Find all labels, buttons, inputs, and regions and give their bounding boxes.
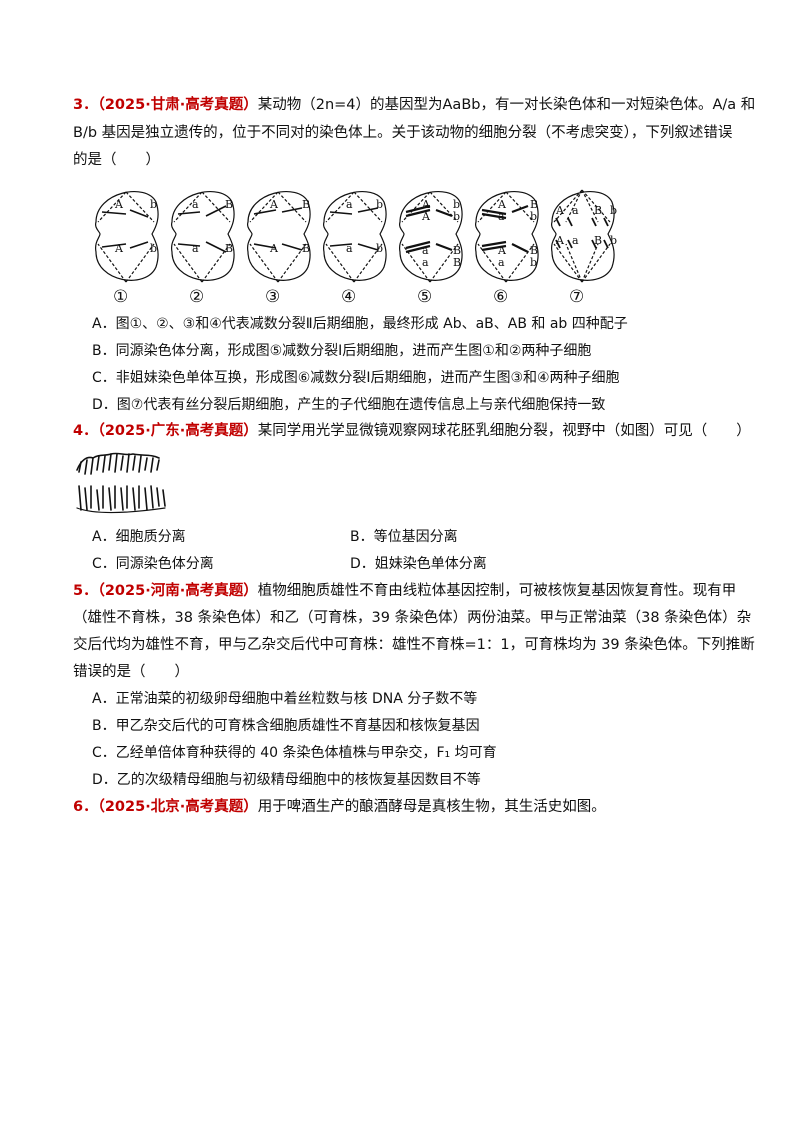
svg-text:a: a: [572, 234, 579, 247]
q5-stem-text-1: 植物细胞质雄性不育由线粒体基因控制，可被核恢复基因恢复育性。现有甲: [257, 583, 737, 599]
q3-option-d: D．图⑦代表有丝分裂后期细胞，产生的子代细胞在遗传信息上与亲代细胞保持一致: [92, 397, 606, 413]
q4-option-a: A．细胞质分离: [92, 529, 186, 545]
q5-source: （2025·河南·高考真题）: [97, 583, 258, 599]
svg-text:a: a: [572, 204, 579, 217]
svg-text:A: A: [421, 210, 431, 223]
q4-number: 4．: [73, 423, 98, 439]
figure-label-6: ⑥: [493, 287, 508, 307]
svg-text:a: a: [192, 198, 199, 211]
q6-number: 6．: [73, 799, 98, 815]
figure-label-3: ③: [265, 287, 280, 307]
svg-text:A: A: [269, 198, 279, 211]
q4-option-b: B．等位基因分离: [350, 529, 458, 545]
q6-stem-text: 用于啤酒生产的酿酒酵母是真核生物，其生活史如图。: [257, 799, 606, 815]
svg-text:A: A: [555, 234, 565, 247]
q6-source: （2025·北京·高考真题）: [97, 799, 258, 815]
q5-number: 5．: [73, 583, 98, 599]
q4-source: （2025·广东·高考真题）: [97, 423, 258, 439]
svg-text:b: b: [610, 204, 617, 217]
q3-cell-division-figure: A b A b a B a B A B A B a b a b A A b b …: [94, 189, 617, 307]
q5-option-d: D．乙的次级精母细胞与初级精母细胞中的核恢复基因数目不等: [92, 772, 481, 788]
q4-micrograph-sketch: [76, 452, 166, 514]
q3-source: （2025·甘肃·高考真题）: [97, 97, 258, 113]
gene-label-b: b: [150, 198, 157, 211]
svg-text:A: A: [421, 198, 431, 211]
svg-text:B: B: [453, 244, 461, 257]
q4-option-d: D．姐妹染色单体分离: [350, 556, 487, 572]
svg-text:B: B: [302, 198, 310, 211]
q3-option-c: C．非姐妹染色单体互换，形成图⑥减数分裂Ⅰ后期细胞，进而产生图③和④两种子细胞: [92, 370, 620, 386]
gene-label-A: A: [114, 198, 124, 211]
q5-option-c: C．乙经单倍体育种获得的 40 条染色体植株与甲杂交，F₁ 均可育: [92, 745, 497, 761]
figure-label-2: ②: [189, 287, 204, 307]
svg-text:b: b: [530, 210, 537, 223]
svg-text:b: b: [376, 242, 383, 255]
q5-stem-line2: （雄性不育株，38 条染色体）和乙（可育株，39 条染色体）两份油菜。甲与正常油…: [73, 610, 752, 626]
q5-stem-line3: 交后代均为雄性不育，甲与乙杂交后代中可育株：雄性不育株=1：1，可育株均为 39…: [73, 637, 755, 653]
svg-text:B: B: [594, 204, 602, 217]
svg-text:a: a: [422, 244, 429, 257]
svg-text:B: B: [225, 198, 233, 211]
q3-stem-line1: 3．（2025·甘肃·高考真题）某动物（2n=4）的基因型为AaBb，有一对长染…: [73, 95, 755, 115]
q4-stem-text: 某同学用光学显微镜观察网球花胚乳细胞分裂，视野中（如图）可见（ ）: [257, 423, 751, 439]
q5-option-b: B．甲乙杂交后代的可育株含细胞质雄性不育基因和核恢复基因: [92, 718, 480, 734]
q6-stem-line: 6．（2025·北京·高考真题）用于啤酒生产的酿酒酵母是真核生物，其生活史如图。: [73, 797, 606, 817]
q3-stem-line3: 的是（ ）: [73, 152, 160, 168]
svg-text:B: B: [453, 256, 461, 269]
svg-text:a: a: [346, 198, 353, 211]
q4-stem-line: 4．（2025·广东·高考真题）某同学用光学显微镜观察网球花胚乳细胞分裂，视野中…: [73, 421, 751, 441]
svg-text:A: A: [497, 198, 507, 211]
svg-text:B: B: [594, 234, 602, 247]
q5-option-a: A．正常油菜的初级卵母细胞中着丝粒数与核 DNA 分子数不等: [92, 691, 478, 707]
q3-stem-text-1: 某动物（2n=4）的基因型为AaBb，有一对长染色体和一对短染色体。A/a 和: [257, 97, 756, 113]
svg-text:b: b: [530, 256, 537, 269]
figure-label-1: ①: [113, 287, 128, 307]
svg-text:B: B: [530, 198, 538, 211]
q3-option-a: A．图①、②、③和④代表减数分裂Ⅱ后期细胞，最终形成 Ab、aB、AB 和 ab…: [92, 316, 628, 332]
q3-number: 3．: [73, 97, 98, 113]
svg-text:b: b: [610, 234, 617, 247]
svg-text:B: B: [225, 242, 233, 255]
q3-stem-line2: B/b 基因是独立遗传的，位于不同对的染色体上。关于该动物的细胞分裂（不考虑突变…: [73, 125, 733, 141]
svg-text:b: b: [376, 198, 383, 211]
svg-text:a: a: [192, 242, 199, 255]
svg-text:A: A: [555, 204, 565, 217]
q5-stem-line4: 错误的是（ ）: [73, 664, 189, 680]
q5-stem-line1: 5．（2025·河南·高考真题）植物细胞质雄性不育由线粒体基因控制，可被核恢复基…: [73, 581, 736, 601]
svg-text:a: a: [498, 256, 505, 269]
svg-text:A: A: [497, 244, 507, 257]
figure-label-5: ⑤: [417, 287, 432, 307]
svg-text:a: a: [422, 256, 429, 269]
q3-option-b: B．同源染色体分离，形成图⑤减数分裂Ⅰ后期细胞，进而产生图①和②两种子细胞: [92, 343, 592, 359]
q4-option-c: C．同源染色体分离: [92, 556, 214, 572]
svg-text:a: a: [498, 210, 505, 223]
svg-text:a: a: [346, 242, 353, 255]
svg-text:b: b: [150, 242, 157, 255]
svg-text:b: b: [453, 210, 460, 223]
figure-label-7: ⑦: [569, 287, 584, 307]
figure-label-4: ④: [341, 287, 356, 307]
svg-text:b: b: [453, 198, 460, 211]
svg-text:B: B: [530, 244, 538, 257]
svg-text:A: A: [269, 242, 279, 255]
svg-text:A: A: [114, 242, 124, 255]
svg-text:B: B: [302, 242, 310, 255]
